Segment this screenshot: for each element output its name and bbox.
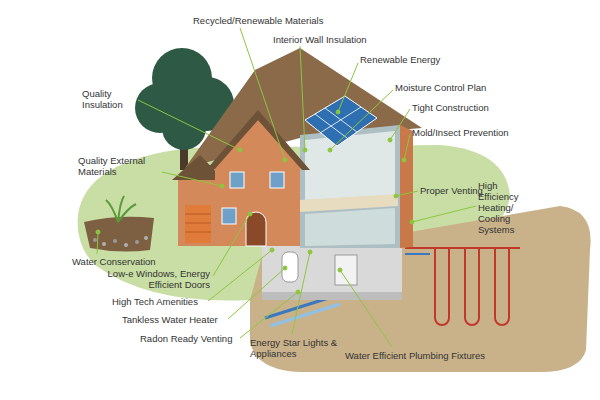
callout-label: Quality Insulation <box>82 88 137 110</box>
callout-label: Moisture Control Plan <box>395 82 486 93</box>
callout-label: Tankless Water Heater <box>122 314 218 325</box>
callout-label: Tight Construction <box>412 102 489 113</box>
callout-label: Radon Ready Venting <box>140 333 232 344</box>
house <box>172 48 422 300</box>
callout-label: High Efficiency Heating/ Cooling Systems <box>478 180 524 235</box>
callout-label: Low-e Windows, Energy Efficient Doors <box>100 268 210 290</box>
callout-label: Water Efficient Plumbing Fixtures <box>345 350 485 361</box>
callout-label: Recycled/Renewable Materials <box>193 15 323 26</box>
callout-label: Energy Star Lights & Appliances <box>250 337 350 359</box>
callout-label: High Tech Amenities <box>112 296 198 307</box>
soil-cutaway <box>84 196 154 252</box>
leader-lines <box>96 28 476 347</box>
callout-label: Mold/Insect Prevention <box>412 127 509 138</box>
callout-label: Interior Wall Insulation <box>273 34 367 45</box>
callout-label: Proper Venting <box>420 185 483 196</box>
callout-label: Quality External Materials <box>78 155 164 177</box>
callout-label: Water Conservation <box>72 256 156 267</box>
callout-label: Renewable Energy <box>360 54 440 65</box>
